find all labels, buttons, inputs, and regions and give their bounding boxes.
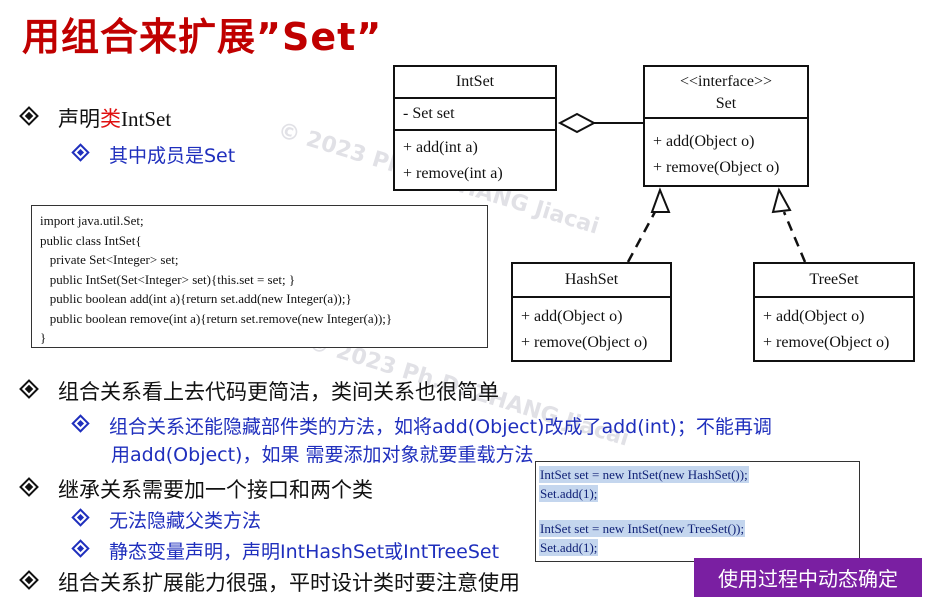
diamond-bullet-icon xyxy=(19,570,39,590)
sub-bullet-hide-methods: 组合关系还能隐藏部件类的方法，如将add(Object)改成了add(int)；… xyxy=(71,412,772,439)
bullet-highlight: 类 xyxy=(100,107,121,131)
sub-bullet-text: 静态变量声明，声明IntHashSet或IntTreeSet xyxy=(109,541,500,563)
sub-bullet-text: 组合关系还能隐藏部件类的方法，如将add(Object)改成了add(int)；… xyxy=(109,416,772,438)
usage-code-line: IntSet set = new IntSet(new TreeSet()); xyxy=(539,520,746,537)
uml-interface-header: <<interface>> Set xyxy=(645,67,807,119)
slide-title: 用组合来扩展”Set” xyxy=(22,15,383,59)
uml-class-name: TreeSet xyxy=(755,264,913,298)
diamond-bullet-icon xyxy=(71,414,90,433)
bullet-class-name: IntSet xyxy=(121,107,172,131)
usage-code-line: Set.add(1); xyxy=(539,539,599,556)
uml-stereotype: <<interface>> xyxy=(679,73,773,90)
bullet-text: 组合关系扩展能力很强，平时设计类时要注意使用 xyxy=(58,571,520,595)
diamond-bullet-icon xyxy=(19,379,39,399)
realization-triangle-icon xyxy=(650,187,671,213)
uml-operations: + add(int a) + remove(int a) xyxy=(395,131,555,187)
sub-bullet-static-decl: 静态变量声明，声明IntHashSet或IntTreeSet xyxy=(71,537,500,564)
uml-interface-set: <<interface>> Set + add(Object o) + remo… xyxy=(643,65,809,187)
uml-operation: + remove(Object o) xyxy=(521,334,648,351)
bullet-text: 继承关系需要加一个接口和两个类 xyxy=(58,478,373,502)
usage-code-box: IntSet set = new IntSet(new HashSet()); … xyxy=(535,461,860,562)
bullet-composition-simple: 组合关系看上去代码更简洁，类间关系也很简单 xyxy=(19,376,499,406)
sub-bullet-text: 无法隐藏父类方法 xyxy=(109,510,262,532)
uml-operation: + add(int a) xyxy=(403,139,478,156)
bullet-declare-class: 声明类IntSet xyxy=(19,103,172,133)
realization-triangle-icon xyxy=(771,187,792,214)
diamond-bullet-icon xyxy=(71,539,90,558)
usage-code-line: IntSet set = new IntSet(new HashSet()); xyxy=(539,466,749,483)
uml-class-name: IntSet xyxy=(395,67,555,99)
bullet-composition-extensible: 组合关系扩展能力很强，平时设计类时要注意使用 xyxy=(19,567,520,597)
uml-attributes: - Set set xyxy=(395,99,555,131)
realization-line-hashset xyxy=(626,209,658,263)
uml-operations: + add(Object o) + remove(Object o) xyxy=(755,298,913,356)
uml-operations: + add(Object o) + remove(Object o) xyxy=(645,119,807,181)
uml-operation: + remove(Object o) xyxy=(653,159,780,176)
uml-operation: + remove(int a) xyxy=(403,165,503,182)
uml-operations: + add(Object o) + remove(Object o) xyxy=(513,298,670,356)
dynamic-binding-badge: 使用过程中动态确定 xyxy=(694,558,922,597)
uml-attribute: - Set set xyxy=(403,105,455,122)
code-line: public class IntSet{ xyxy=(40,232,142,248)
usage-code-line: Set.add(1); xyxy=(539,485,599,502)
uml-operation: + remove(Object o) xyxy=(763,334,890,351)
code-snippet-box: import java.util.Set; public class IntSe… xyxy=(31,205,488,348)
diamond-bullet-icon xyxy=(71,508,90,527)
code-line: public boolean add(int a){return set.add… xyxy=(40,291,352,306)
composition-diamond-icon xyxy=(557,112,597,134)
uml-class-name: Set xyxy=(715,95,737,112)
uml-operation: + add(Object o) xyxy=(653,133,755,150)
uml-class-hashset: HashSet + add(Object o) + remove(Object … xyxy=(511,262,672,362)
realization-line-treeset xyxy=(782,211,807,263)
uml-class-treeset: TreeSet + add(Object o) + remove(Object … xyxy=(753,262,915,362)
uml-class-intset: IntSet - Set set + add(int a) + remove(i… xyxy=(393,65,557,191)
uml-operation: + add(Object o) xyxy=(521,308,623,325)
uml-class-name: HashSet xyxy=(513,264,670,298)
code-line: } xyxy=(40,330,47,345)
code-line: private Set<Integer> set; xyxy=(40,252,179,267)
uml-operation: + add(Object o) xyxy=(763,308,865,325)
sub-bullet-member: 其中成员是Set xyxy=(71,141,236,168)
diamond-bullet-icon xyxy=(19,477,39,497)
code-line: public boolean remove(int a){return set.… xyxy=(40,310,393,326)
bullet-text: 声明 xyxy=(58,107,100,131)
sub-bullet-cannot-hide: 无法隐藏父类方法 xyxy=(71,506,262,533)
sub-bullet-continuation: 用add(Object)，如果 需要添加对象就要重载方法 xyxy=(111,440,534,467)
code-line: public IntSet(Set<Integer> set){this.set… xyxy=(40,271,296,287)
code-line: import java.util.Set; xyxy=(40,213,144,228)
sub-bullet-text: 用add(Object)，如果 需要添加对象就要重载方法 xyxy=(111,444,534,466)
bullet-text: 组合关系看上去代码更简洁，类间关系也很简单 xyxy=(58,380,499,404)
sub-bullet-text: 其中成员是Set xyxy=(109,145,236,167)
bullet-inheritance: 继承关系需要加一个接口和两个类 xyxy=(19,474,373,504)
